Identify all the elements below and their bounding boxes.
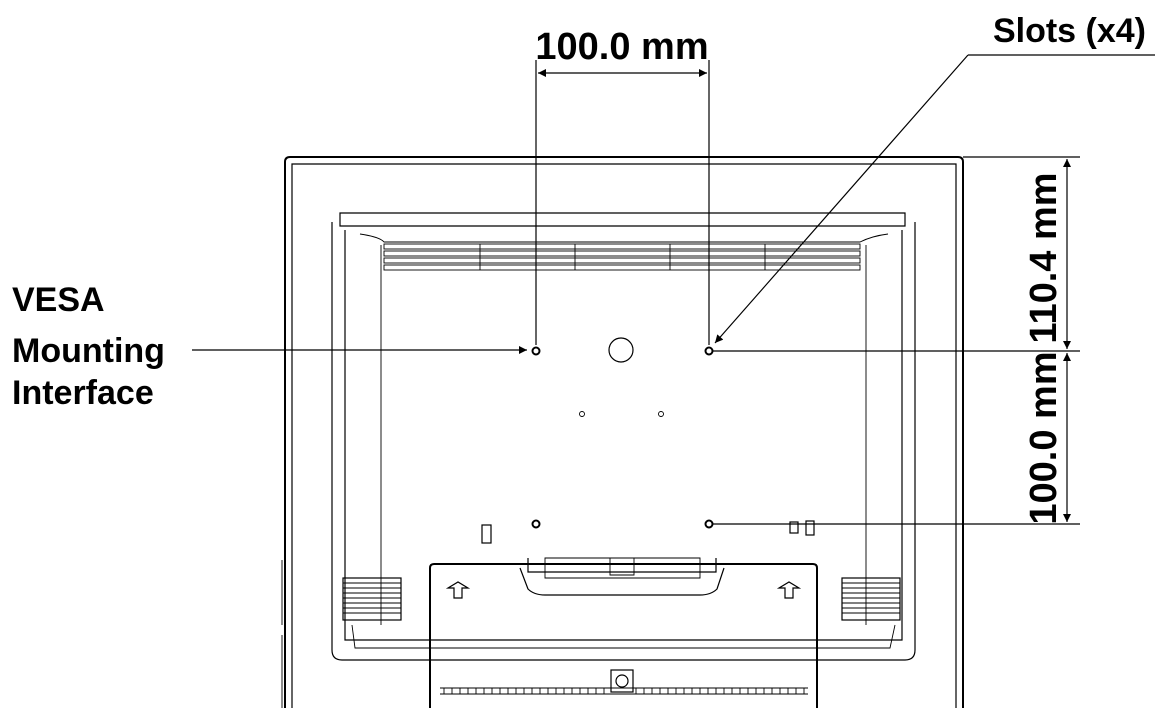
dimension-vertical-upper: 110.4 mm — [712, 156, 1080, 352]
small-hole-left — [579, 411, 585, 417]
vesa-hole-bottom-left — [531, 519, 541, 529]
dimension-horizontal-label: 100.0 mm — [535, 26, 708, 68]
top-vent — [383, 243, 861, 271]
stand-base — [281, 557, 818, 708]
vesa-hole-bottom-right — [704, 519, 714, 529]
dimension-vertical-lower-label: 100.0 mm — [1023, 351, 1065, 524]
callout-vesa: VESA Mounting Interface — [12, 281, 527, 412]
callout-vesa-line3: Interface — [12, 374, 154, 412]
center-hub — [608, 337, 634, 363]
left-clip — [481, 524, 492, 544]
vesa-holes — [531, 346, 714, 529]
right-bottom-vent — [841, 577, 901, 621]
left-bottom-vent — [342, 577, 402, 621]
vesa-hole-top-left — [531, 346, 541, 356]
back-panel — [331, 212, 916, 661]
callout-vesa-line2: Mounting — [12, 332, 165, 370]
callout-slots: Slots (x4) — [714, 12, 1155, 344]
monitor-housing — [284, 156, 964, 708]
vesa-hole-top-right — [704, 346, 714, 356]
dimension-horizontal: 100.0 mm — [535, 26, 710, 345]
lock-slot — [789, 520, 815, 536]
dimension-vertical-upper-label: 110.4 mm — [1023, 172, 1065, 343]
callout-slots-label: Slots (x4) — [993, 12, 1146, 50]
callout-vesa-line1: VESA — [12, 281, 105, 319]
dimension-vertical-lower: 100.0 mm — [712, 351, 1080, 525]
small-hole-right — [658, 411, 664, 417]
